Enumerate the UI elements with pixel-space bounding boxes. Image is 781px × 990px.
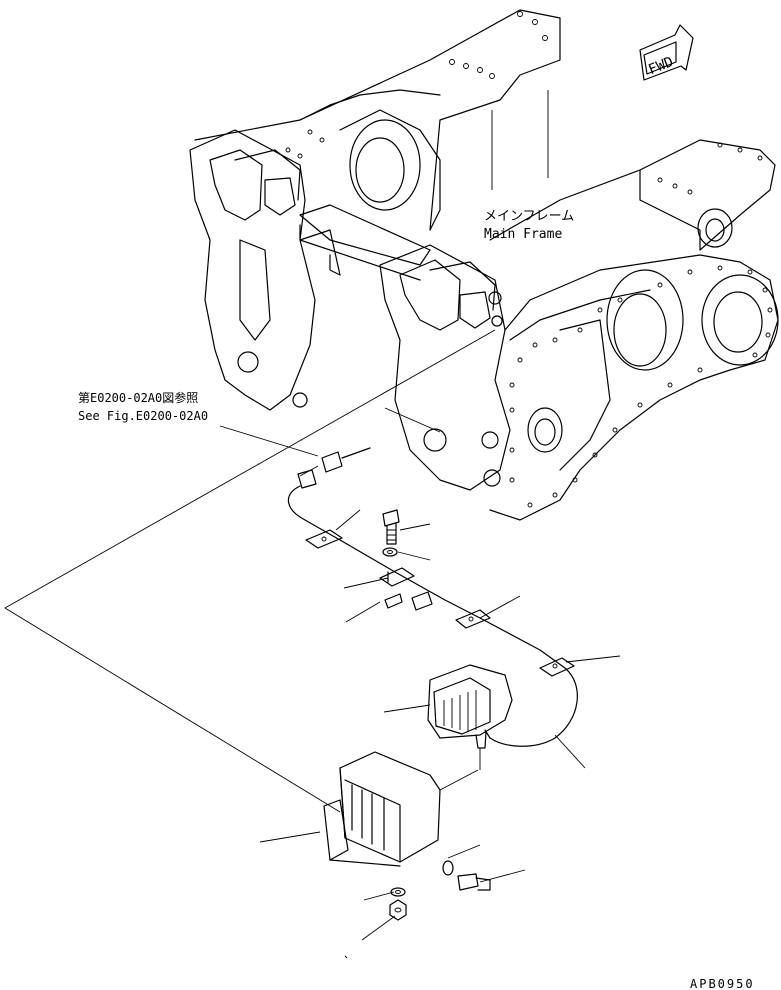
main-frame-label-jp: メインフレーム <box>484 209 574 224</box>
washer-lower-right <box>442 860 454 876</box>
bolt-upper <box>382 509 400 545</box>
washer-lower <box>390 887 406 897</box>
bolt-lower-right <box>457 873 491 891</box>
callout-leaders <box>4 329 621 959</box>
lamp-guard <box>323 751 479 867</box>
nut-lower <box>389 899 407 921</box>
washer-upper <box>382 547 398 557</box>
see-fig-label-jp: 第E0200-02A0図参照 <box>78 390 198 405</box>
drawing-code: APB0950 <box>690 977 755 990</box>
main-frame <box>189 9 779 521</box>
main-frame-label-en: Main Frame <box>484 227 562 242</box>
fwd-arrow-icon <box>639 24 694 81</box>
wiring-harness <box>288 447 578 747</box>
fwd-label: FWD <box>646 54 675 78</box>
see-fig-label-en: See Fig.E0200-02A0 <box>78 409 208 423</box>
work-lamp <box>427 664 513 770</box>
